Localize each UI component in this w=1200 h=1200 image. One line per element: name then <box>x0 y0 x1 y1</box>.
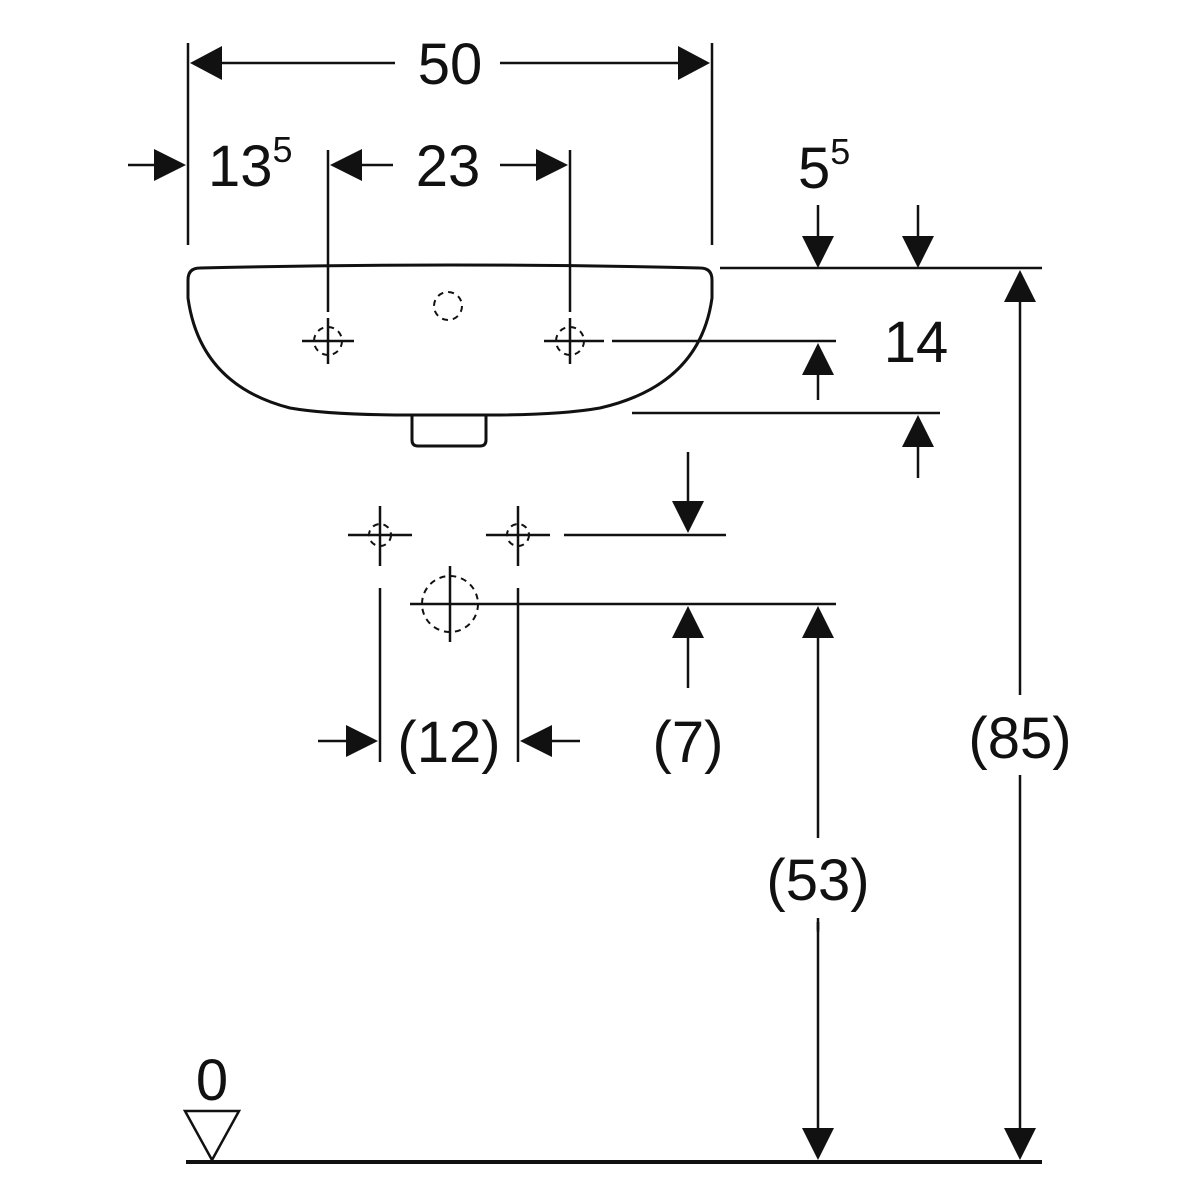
wall-hole-right <box>486 506 550 566</box>
floor-level: 0 <box>182 1048 1042 1164</box>
label-wall-hole-offset: (7) <box>653 710 724 775</box>
dimension-overall-width: 50 <box>186 32 714 245</box>
label-tap-spacing: 23 <box>416 134 481 199</box>
arrowhead-rim-height-bottom <box>1004 1128 1036 1160</box>
tap-hole-right <box>544 318 604 364</box>
arrowhead-depth-bottom <box>902 415 934 447</box>
dimension-rim-height: (85) <box>958 270 1082 1160</box>
wall-hole-left <box>348 506 412 566</box>
washbasin-outline <box>186 263 714 448</box>
label-wall-hole-spacing: (12) <box>397 710 500 775</box>
arrowhead-rim-left <box>802 236 834 268</box>
dimension-wall-hole-spacing: (12) (7) <box>318 588 723 775</box>
wall-fixings <box>348 452 836 688</box>
drain-outlet-circle <box>410 566 836 642</box>
tap-hole-left <box>302 318 354 364</box>
arrowhead-drain-offset <box>672 606 704 638</box>
arrowhead-left-offset <box>154 149 186 181</box>
label-rim-height: (85) <box>968 706 1071 771</box>
dimension-rim-thickness: 55 <box>798 131 934 268</box>
arrowhead-wall-spacing-right <box>520 725 552 757</box>
dimension-basin-depth: 14 <box>612 266 1042 478</box>
dimension-tap-offsets: 135 23 <box>128 129 572 312</box>
arrowhead-tap-right <box>536 149 568 181</box>
arrowhead-rim-height-top <box>1004 270 1036 302</box>
label-floor-level: 0 <box>196 1048 228 1113</box>
arrowhead-wall-hole <box>672 501 704 533</box>
label-overall-width: 50 <box>418 32 483 97</box>
dimension-drain-height: (53) <box>760 606 876 1160</box>
arrowhead-drain-height-bottom <box>802 1128 834 1160</box>
arrowhead-left <box>190 46 222 80</box>
arrowhead-rim-right <box>902 236 934 268</box>
arrowhead-right <box>678 46 710 80</box>
floor-level-marker-icon <box>182 1109 242 1163</box>
arrowhead-wall-spacing-left <box>346 725 378 757</box>
label-basin-depth: 14 <box>884 310 949 375</box>
label-left-offset: 135 <box>208 129 293 199</box>
arrowhead-tap-left <box>330 149 362 181</box>
arrowhead-depth-top <box>802 343 834 375</box>
basin-drain-neck <box>410 415 488 448</box>
label-rim-thickness: 55 <box>798 131 850 201</box>
arrowhead-drain-height-top <box>802 606 834 638</box>
label-drain-height: (53) <box>766 848 869 913</box>
basin-body <box>186 263 714 417</box>
overflow-hole <box>433 291 463 321</box>
